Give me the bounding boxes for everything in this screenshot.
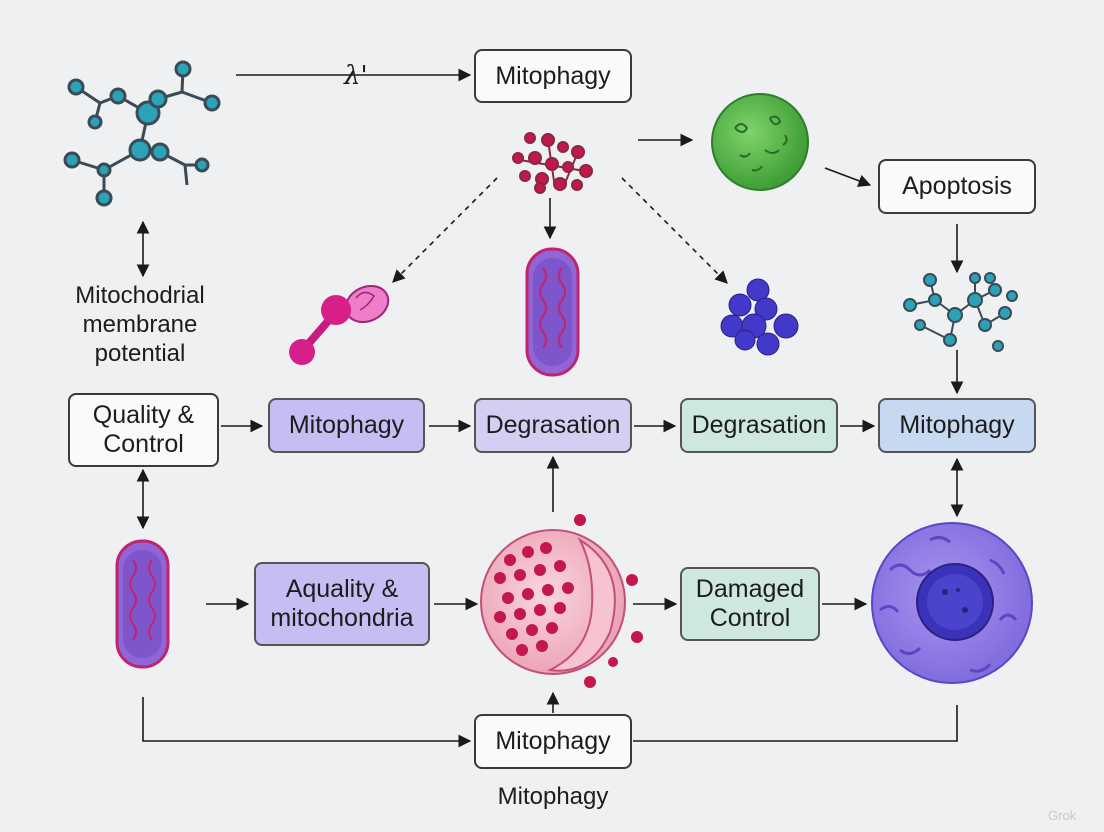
degradation-box-2: Degrasation bbox=[680, 398, 838, 453]
connector-arrows bbox=[136, 68, 964, 748]
quality-control-box: Quality & Control bbox=[68, 393, 219, 467]
arrow-red-to-magenta-dashed bbox=[392, 177, 498, 283]
mitophagy-mid-box: Mitophagy bbox=[268, 398, 425, 453]
magenta-organelle-icon bbox=[289, 285, 390, 365]
degradation-box-1: Degrasation bbox=[474, 398, 632, 453]
green-cell-icon bbox=[711, 93, 809, 191]
damaged-control-box: Damaged Control bbox=[680, 567, 820, 641]
bottom-caption-label: Mitophagy bbox=[497, 783, 609, 810]
arrow-red-to-blue-dashed bbox=[621, 177, 728, 284]
blue-cluster-icon bbox=[720, 278, 799, 356]
red-molecule-icon bbox=[512, 132, 593, 194]
membrane-potential-label: Mitochodrial membrane potential bbox=[75, 282, 205, 367]
arrow-green-to-apoptosis bbox=[824, 167, 872, 187]
line-bottom-to-right bbox=[633, 705, 958, 742]
watermark: Grok bbox=[1048, 808, 1077, 823]
purple-cell-icon bbox=[871, 522, 1033, 684]
teal-molecule-icon bbox=[63, 60, 221, 207]
teal-cluster-icon bbox=[903, 272, 1018, 352]
mitophagy-right-box: Mitophagy bbox=[878, 398, 1036, 453]
lysosome-icon bbox=[480, 514, 643, 688]
top-mitophagy-box: Mitophagy bbox=[474, 49, 632, 103]
lambda-symbol: λ' bbox=[343, 61, 368, 91]
apoptosis-box: Apoptosis bbox=[878, 159, 1036, 214]
arrow-left-loop-to-bottom bbox=[142, 697, 472, 748]
aquality-box: Aquality & mitochondria bbox=[254, 562, 430, 646]
mitochondrion-left-icon bbox=[115, 539, 170, 669]
bottom-mitophagy-box: Mitophagy bbox=[474, 714, 632, 769]
mitochondrion-center-icon bbox=[525, 247, 580, 377]
